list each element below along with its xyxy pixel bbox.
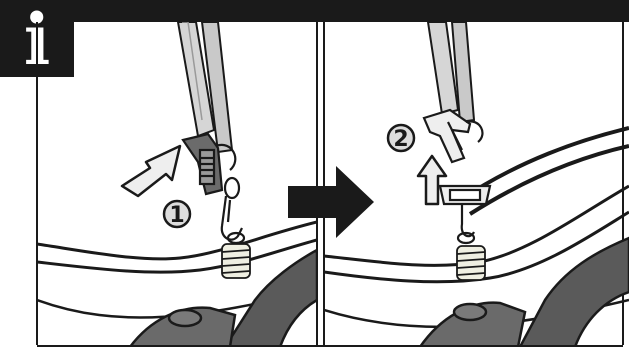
shoulder-strap-left xyxy=(178,22,232,152)
step-2-number: 2 xyxy=(393,127,408,152)
step-1-number: 1 xyxy=(169,203,184,228)
hook-left xyxy=(222,178,244,243)
panel-step-1: 1 xyxy=(37,22,317,347)
panel-step-2: 2 xyxy=(324,22,629,347)
spring-right xyxy=(457,246,485,280)
shoulder-strap-right xyxy=(428,22,474,122)
handlebar-right xyxy=(420,238,629,347)
hook-right xyxy=(440,186,490,243)
spring-left xyxy=(222,244,250,278)
push-arrow xyxy=(122,146,180,196)
